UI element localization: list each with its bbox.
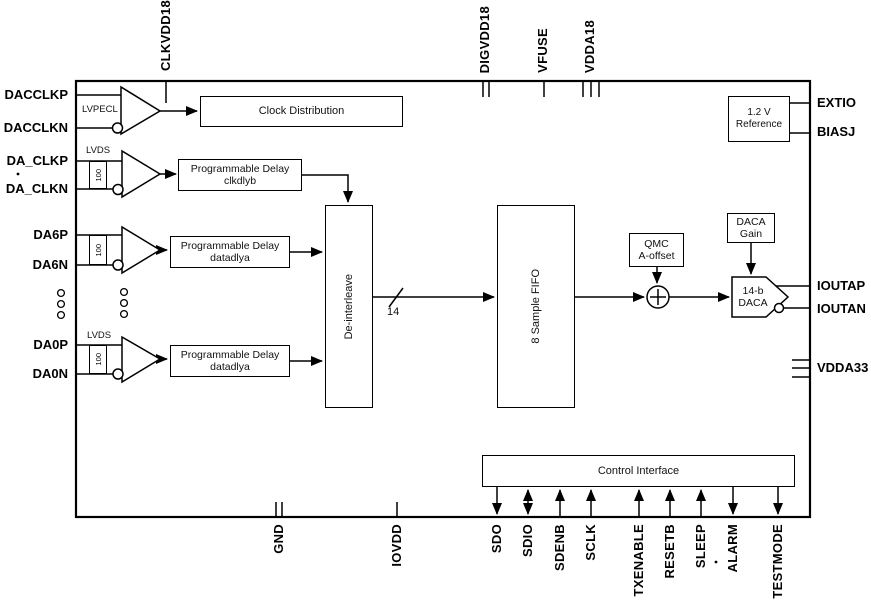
termination-da0-value: 100	[93, 353, 103, 366]
pin-label-sclk: SCLK	[583, 524, 598, 561]
deinterleave-block: De-interleave	[325, 205, 373, 408]
termination-clk-value: 100	[93, 168, 103, 182]
reference-block: 1.2 V Reference	[728, 96, 790, 142]
prog-delay-data6-line1: Programmable Delay	[180, 239, 280, 252]
daca-gain-line1: DACA	[736, 215, 766, 228]
pin-label-da6p: DA6P	[33, 227, 68, 242]
stray-marks	[16, 172, 718, 564]
da6-buffer-icon	[121, 225, 162, 275]
prog-delay-clk-line1: Programmable Delay	[190, 162, 290, 175]
termination-resistor-clk: 100	[89, 161, 107, 189]
termination-da6-value: 100	[93, 243, 103, 257]
pin-label-testmode: TESTMODE	[770, 524, 785, 599]
pin-label-digvdd18: DIGVDD18	[477, 5, 492, 73]
termination-resistor-da6: 100	[89, 235, 107, 265]
reference-line2: Reference	[735, 119, 783, 130]
pin-label-biasj: BIASJ	[817, 124, 856, 139]
pin-label-da-clkn: DA_CLKN	[5, 181, 68, 196]
qmc-line2: A-offset	[638, 250, 675, 262]
clock-distribution-block: Clock Distribution	[200, 96, 403, 127]
daca-gain-block: DACA Gain	[727, 213, 775, 243]
bus-width-label: 14	[387, 306, 400, 318]
ioutan-invert-bubble	[773, 302, 785, 314]
pin-label-sleep: SLEEP	[693, 524, 708, 569]
pin-label-resetb: RESETB	[662, 524, 677, 579]
pin-label-da6n: DA6N	[32, 257, 68, 272]
prog-delay-data0-block: Programmable Delay datadlya	[170, 345, 290, 377]
wire-clkdly-to-deinterleave	[302, 174, 353, 203]
tick-digvdd18	[482, 81, 490, 97]
pin-label-da0n: DA0N	[32, 366, 68, 381]
qmc-offset-block: QMC A-offset	[629, 233, 684, 267]
prog-delay-clk-block: Programmable Delay clkdlyb	[178, 159, 302, 191]
pin-label-ioutan: IOUTAN	[817, 301, 866, 316]
chip-outline	[74, 79, 812, 519]
lvds-clk-invert-bubble	[112, 183, 124, 196]
prog-delay-data0-line1: Programmable Delay	[180, 348, 280, 361]
adder-symbol	[646, 285, 670, 309]
pin-label-iovdd: IOVDD	[389, 524, 404, 567]
pin-label-vdda18: VDDA18	[582, 19, 597, 73]
tick-vdda18	[582, 81, 600, 97]
fifo-label: 8 Sample FIFO	[529, 269, 542, 344]
da6-invert-bubble	[112, 259, 124, 271]
da0-invert-bubble	[112, 368, 124, 380]
pin-label-gnd: GND	[271, 524, 286, 554]
tick-gnd	[275, 502, 283, 517]
prog-delay-data6-block: Programmable Delay datadlya	[170, 236, 290, 268]
pin-label-sdio: SDIO	[520, 524, 535, 557]
adder-plus-icon	[650, 289, 666, 305]
tick-vdda33	[792, 359, 810, 378]
daca-line2: DACA	[738, 297, 768, 309]
bus-width-slash	[388, 287, 404, 308]
control-interface-block: Control Interface	[482, 455, 795, 487]
qmc-line1: QMC	[644, 237, 669, 250]
stray-dot	[714, 560, 718, 564]
clock-distribution-label: Clock Distribution	[258, 105, 345, 117]
lvds-clk-buffer-icon	[121, 149, 162, 199]
lvds-clk-annotation: LVDS	[86, 145, 111, 156]
pin-label-dacclkp: DACCLKP	[4, 87, 68, 102]
pin-label-vfuse: VFUSE	[535, 28, 550, 73]
pin-label-sdenb: SDENB	[552, 524, 567, 572]
prog-delay-clk-line2: clkdlyb	[223, 175, 257, 187]
pin-label-da-clkp: DA_CLKP	[6, 153, 68, 168]
input-buffers	[111, 85, 162, 384]
control-interface-label: Control Interface	[597, 464, 680, 477]
pin-label-dacclkn: DACCLKN	[3, 120, 68, 135]
power-pin-ticks	[165, 81, 810, 517]
pin-label-alarm: ALARM	[725, 524, 740, 573]
channel-ellipsis-dots	[56, 287, 129, 320]
lvds-data-annotation: LVDS	[87, 330, 112, 341]
da0-buffer-icon	[121, 335, 162, 384]
lvpecl-invert-bubble	[111, 122, 124, 134]
lvpecl-buffer-icon	[120, 85, 162, 136]
daca-gain-line2: Gain	[739, 228, 763, 240]
termination-resistor-da0: 100	[89, 345, 107, 374]
daca-line1: 14-b	[742, 284, 764, 297]
pin-label-sdo: SDO	[489, 524, 504, 554]
prog-delay-data6-line2: datadlya	[210, 252, 250, 264]
reference-line1: 1.2 V	[747, 106, 771, 118]
stray-dot	[16, 172, 20, 176]
pin-label-extio: EXTIO	[817, 95, 857, 110]
pin-label-da0p: DA0P	[33, 337, 68, 352]
pin-label-ioutap: IOUTAP	[817, 278, 866, 293]
deinterleave-label: De-interleave	[342, 273, 355, 340]
prog-delay-data0-line2: datadlya	[210, 361, 250, 373]
daca-block-label: 14-b DACA	[731, 279, 775, 315]
fifo-block: 8 Sample FIFO	[497, 205, 575, 408]
daca-symbol	[731, 276, 790, 318]
pin-label-clkvdd18: CLKVDD18	[158, 0, 173, 71]
lvpecl-annotation: LVPECL	[82, 104, 118, 115]
pin-label-vdda33: VDDA33	[817, 360, 869, 375]
pin-label-txenable: TXENABLE	[631, 524, 646, 597]
